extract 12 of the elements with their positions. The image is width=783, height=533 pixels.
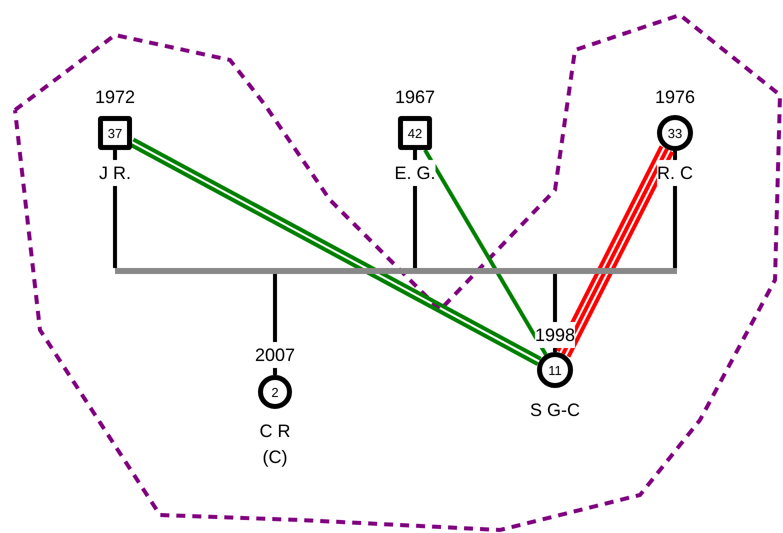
birth-year-label: 1998 (534, 322, 576, 348)
male-person-symbol: 37 (98, 116, 132, 150)
male-person-symbol: 42 (398, 116, 432, 150)
name-label: E. G. (394, 160, 436, 186)
name-label: J R. (99, 160, 131, 186)
birth-year-label: 2007 (254, 342, 296, 368)
relationship-line (556, 144, 674, 359)
relationship-line (423, 148, 548, 356)
female-person-symbol: 11 (537, 352, 573, 388)
name-label: R. C (657, 160, 693, 186)
female-person-symbol: 33 (657, 115, 693, 151)
female-person-symbol: 2 (258, 375, 292, 409)
